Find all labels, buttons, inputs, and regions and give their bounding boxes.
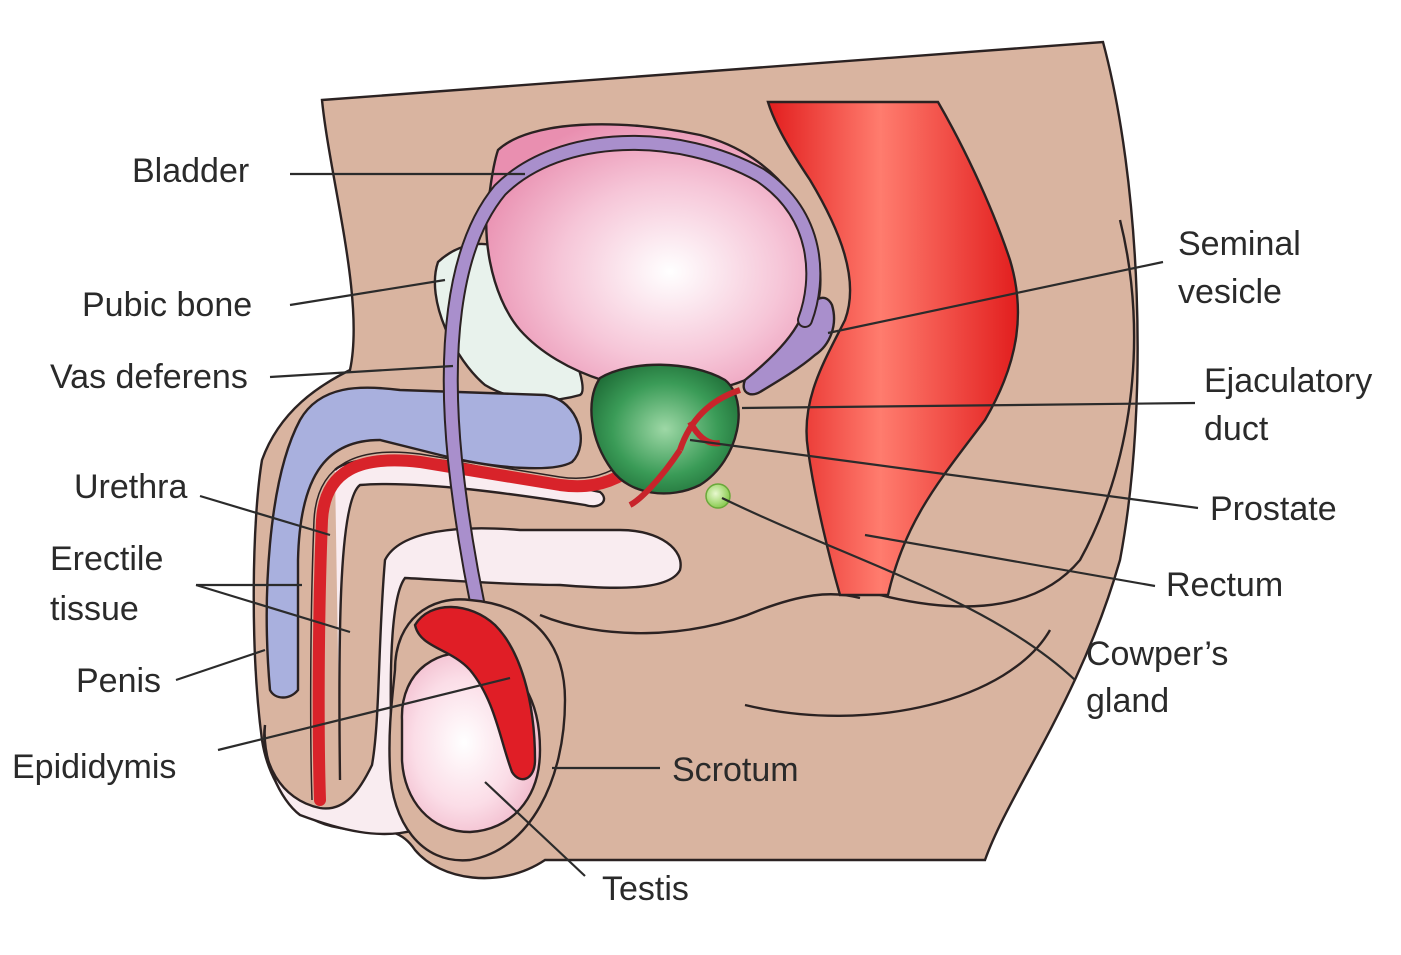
leader-penis [176,650,265,680]
cowpers-gland [706,484,730,508]
label-ejaculatory-duct-line1: Ejaculatory [1204,362,1372,400]
label-seminal-vesicle-line1: Seminal [1178,225,1301,263]
label-cowpers-gland-line1: Cowper’s [1086,635,1228,673]
label-bladder: Bladder [132,152,249,190]
label-erectile-tissue-line2: tissue [50,590,139,628]
label-vas-deferens: Vas deferens [50,358,248,396]
label-prostate: Prostate [1210,490,1337,528]
label-ejaculatory-duct-line2: duct [1204,410,1269,448]
label-penis: Penis [76,662,161,700]
label-testis: Testis [602,870,689,908]
label-seminal-vesicle-line2: vesicle [1178,273,1282,311]
label-rectum: Rectum [1166,566,1283,604]
label-erectile-tissue-line1: Erectile [50,540,163,578]
label-scrotum: Scrotum [672,751,799,789]
label-pubic-bone: Pubic bone [82,286,252,324]
label-urethra: Urethra [74,468,187,506]
label-epididymis: Epididymis [12,748,176,786]
label-cowpers-gland-line2: gland [1086,682,1169,720]
